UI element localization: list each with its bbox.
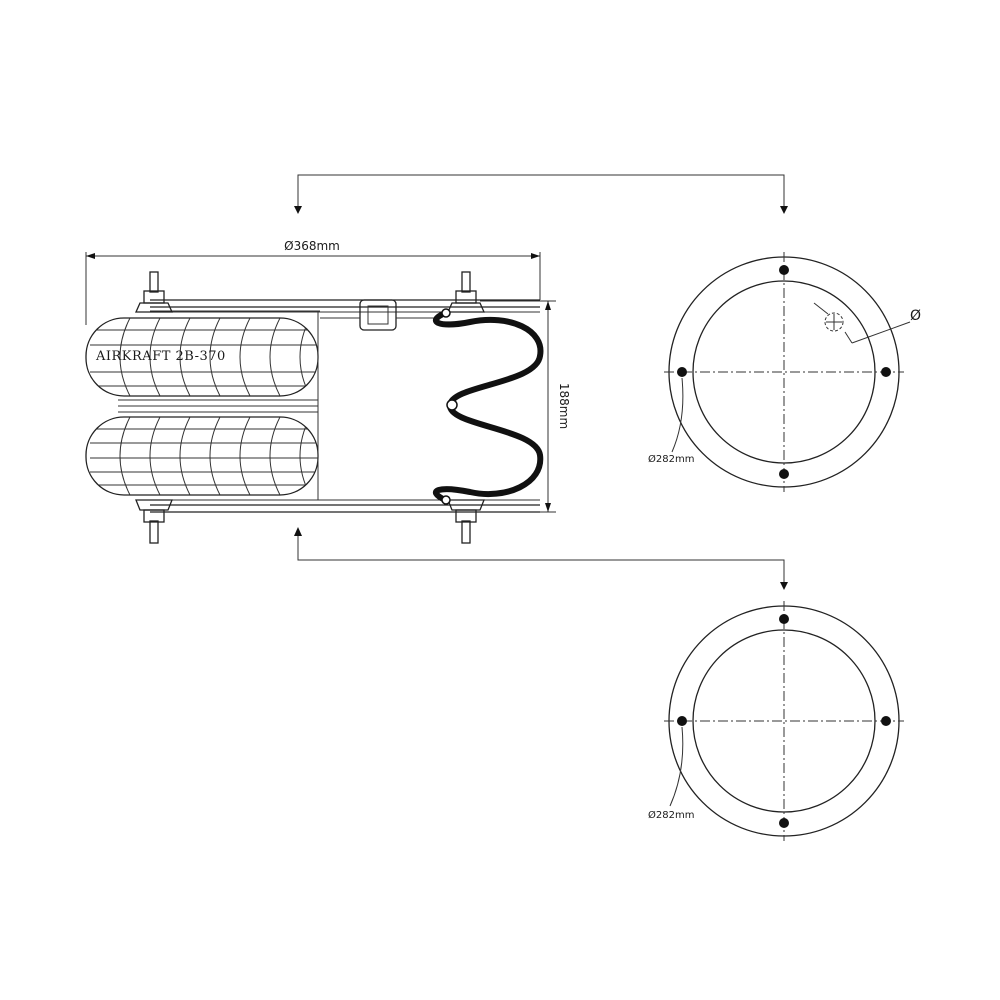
air-fitting xyxy=(320,299,440,331)
view-connector-top xyxy=(294,174,788,214)
bolt-hole-left xyxy=(677,367,687,377)
bottom-bolt-circle-label: Ø282mm xyxy=(648,809,694,821)
bellow-cross-section xyxy=(432,308,544,505)
side-view: Ø368mm 188mm xyxy=(85,239,571,544)
bottom-plate-view: Ø282mm xyxy=(648,601,904,841)
bolt-hole-bottom xyxy=(779,818,789,828)
stud-top-left xyxy=(134,271,174,313)
top-plate xyxy=(140,299,540,313)
top-plate-view: Ø Ø282mm xyxy=(648,252,921,492)
stud-bottom-left xyxy=(135,499,173,544)
bolt-hole-bottom xyxy=(779,469,789,479)
upper-bellow-convolution: AIRKRAFT 2B-370 xyxy=(85,317,319,397)
height-dimension: 188mm xyxy=(480,300,571,513)
view-connector-bottom xyxy=(294,527,788,590)
height-label: 188mm xyxy=(557,383,571,429)
diameter-label: Ø368mm xyxy=(284,239,340,253)
top-bolt-circle-label: Ø282mm xyxy=(648,453,694,465)
brand-label: AIRKRAFT 2B-370 xyxy=(95,349,226,364)
stud-top-right xyxy=(446,271,486,313)
port-diameter-label: Ø xyxy=(910,308,921,324)
air-port: Ø xyxy=(813,302,921,344)
diameter-dimension: Ø368mm xyxy=(85,239,541,325)
girdle-ring xyxy=(118,399,318,413)
stud-bottom-right xyxy=(447,499,485,544)
bolt-hole-right xyxy=(881,367,891,377)
bolt-hole-top xyxy=(779,265,789,275)
bolt-hole-left xyxy=(677,716,687,726)
bolt-hole-right xyxy=(881,716,891,726)
lower-bellow-convolution xyxy=(85,416,319,496)
bolt-hole-top xyxy=(779,614,789,624)
